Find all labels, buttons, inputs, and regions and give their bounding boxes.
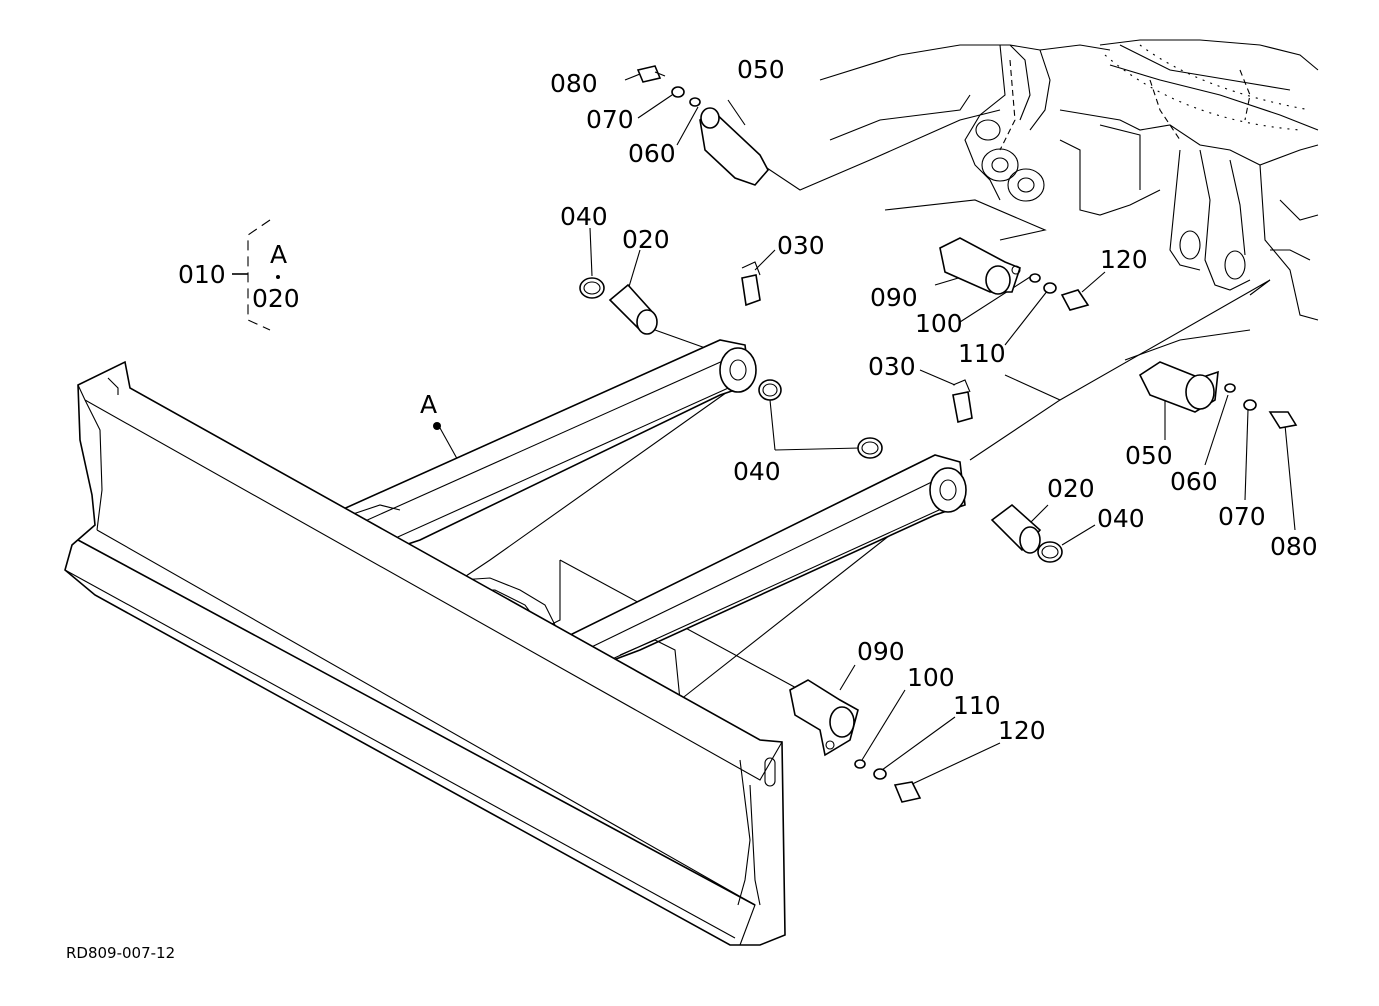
callout-right-030: 030 (868, 352, 916, 381)
blade-marker-dot (433, 422, 441, 430)
small-parts (579, 65, 1298, 803)
callout-mid-040: 040 (733, 457, 781, 486)
callout-right-040: 040 (1097, 504, 1145, 533)
callout-right-070: 070 (1218, 502, 1266, 531)
assembly-group-part: 020 (252, 284, 300, 313)
assembly-number: 010 (178, 260, 226, 289)
dozer-blade (64, 360, 786, 946)
callout-right-050: 050 (1125, 441, 1173, 470)
document-code: RD809-007-12 (66, 944, 175, 962)
callout-right-060: 060 (1170, 467, 1218, 496)
callout-top-060: 060 (628, 139, 676, 168)
callout-labels: 080 070 060 050 040 020 030 040 030 090 … (178, 55, 1318, 745)
callout-upper-090: 090 (870, 283, 918, 312)
callout-left-030: 030 (777, 231, 825, 260)
callout-lower-120: 120 (998, 716, 1046, 745)
callout-upper-120: 120 (1100, 245, 1148, 274)
callout-lower-110: 110 (953, 691, 1001, 720)
callout-left-040: 040 (560, 202, 608, 231)
callout-left-020: 020 (622, 225, 670, 254)
assembly-bracket (232, 219, 280, 331)
callout-lower-100: 100 (907, 663, 955, 692)
blade-marker-label: A (420, 390, 437, 419)
assembly-group-letter: A (270, 240, 287, 269)
callout-lower-090: 090 (857, 637, 905, 666)
callout-right-080: 080 (1270, 532, 1318, 561)
callout-upper-100: 100 (915, 309, 963, 338)
callout-top-080: 080 (550, 69, 598, 98)
callout-right-020: 020 (1047, 474, 1095, 503)
callout-top-070: 070 (586, 105, 634, 134)
callout-upper-110: 110 (958, 339, 1006, 368)
blade-arms (328, 339, 967, 706)
machine-frame (819, 39, 1319, 321)
callout-top-050: 050 (737, 55, 785, 84)
